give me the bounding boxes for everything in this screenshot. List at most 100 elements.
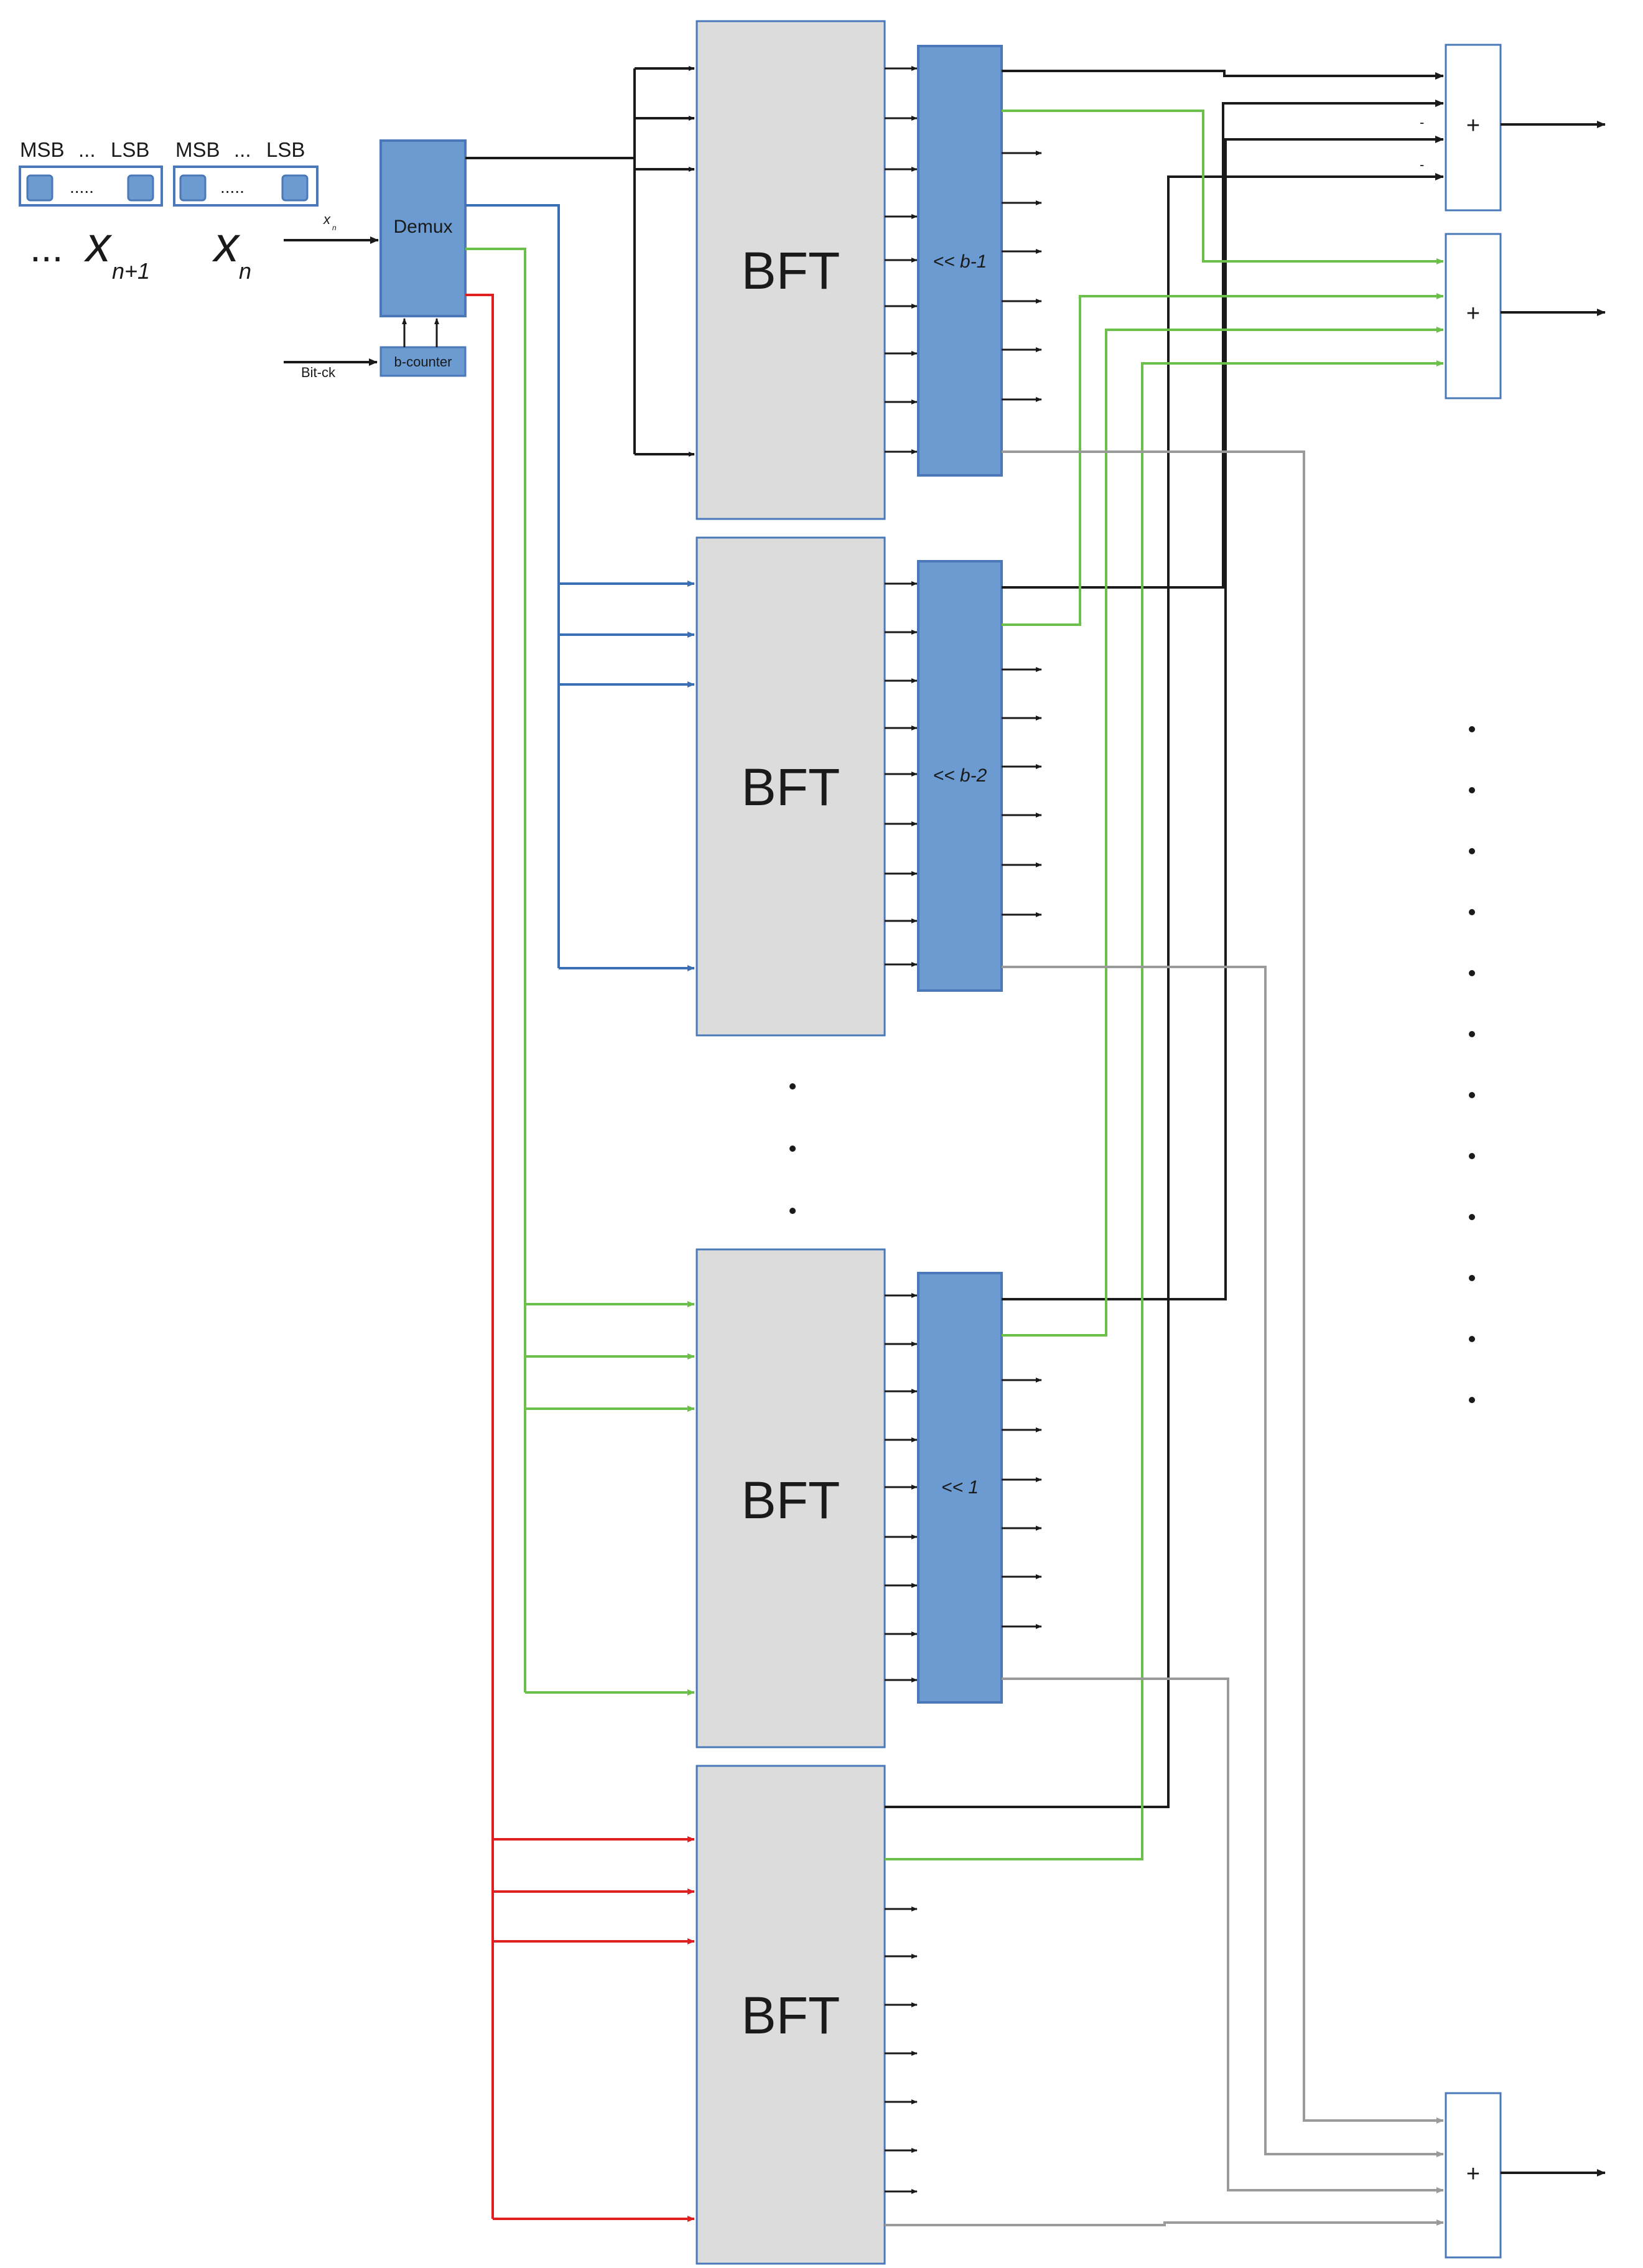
- ellipsis-dot: [1469, 1092, 1475, 1098]
- word2-msb: MSB: [175, 138, 220, 161]
- bus-green: [465, 248, 695, 1696]
- route-black-s3: [1002, 136, 1444, 1300]
- shifter-2-label: << b-2: [933, 765, 987, 786]
- bft-4-label: BFT: [742, 1986, 840, 2045]
- shifter-3: << 1: [917, 1272, 1003, 1704]
- x-next-var: x: [83, 217, 113, 272]
- route-gray-s1: [1002, 450, 1444, 2124]
- demux-block: [379, 139, 467, 317]
- bft-block-3: BFT: [696, 1248, 886, 1748]
- adder-1-minus-b: -: [1420, 157, 1424, 172]
- shifter-1-label: << b-1: [933, 251, 987, 272]
- shifter-2-box: [917, 560, 1003, 992]
- adder-1: +: [1445, 44, 1606, 212]
- bft-1-outputs: [885, 66, 918, 454]
- bus-black-trunk: [465, 157, 636, 454]
- xn-arrow-var: x: [323, 212, 331, 227]
- word2-bit-msb: [179, 174, 207, 202]
- adder-3-label: +: [1466, 2161, 1480, 2187]
- word1-bit-msb: [26, 174, 54, 202]
- ellipsis-dot: [1469, 1153, 1475, 1159]
- route-gray-b4: [885, 2219, 1444, 2226]
- bus-blue-trunk: [465, 204, 560, 968]
- bft-1-box: [696, 20, 886, 520]
- ellipsis-dot: [1469, 909, 1475, 915]
- bft-3-outputs: [885, 1293, 918, 1682]
- bft-3-box: [696, 1248, 886, 1748]
- route-green-s2: [1002, 293, 1444, 626]
- route-black: [885, 70, 1444, 1808]
- counter-block: [379, 346, 467, 377]
- bus-red-trunk: [465, 294, 494, 2219]
- shifter-3-box: [917, 1272, 1003, 1704]
- ellipsis-dot: [1469, 1031, 1475, 1037]
- vertical-ellipsis-middle: [789, 1083, 796, 1214]
- x-next-sub: n+1: [112, 258, 150, 284]
- vertical-ellipsis-right: [1469, 726, 1475, 1403]
- word1-bit-lsb: [127, 174, 154, 202]
- x-next-prefix: ...: [30, 225, 63, 270]
- x-cur-sub: n: [239, 258, 251, 284]
- shifter-3-outputs: [1002, 1378, 1042, 1629]
- ellipsis-dot: [1469, 1275, 1475, 1281]
- word1-lsb: LSB: [111, 138, 149, 161]
- bft-3-label: BFT: [742, 1471, 840, 1529]
- ellipsis-dot: [789, 1208, 796, 1214]
- counter-label: b-counter: [394, 354, 452, 370]
- word2-mid: .....: [220, 177, 244, 197]
- adder-3: +: [1445, 2092, 1606, 2259]
- bft-1-label: BFT: [742, 241, 840, 300]
- ellipsis-dot: [1469, 726, 1475, 732]
- ellipsis-dot: [789, 1083, 796, 1090]
- bft-2-outputs: [885, 581, 918, 967]
- word1-dots: ...: [78, 138, 96, 161]
- word1-msb: MSB: [20, 138, 65, 161]
- bft-block-2: BFT: [696, 536, 886, 1037]
- route-gray: [885, 450, 1444, 2226]
- bft-2-label: BFT: [742, 758, 840, 816]
- route-green-s1: [1002, 110, 1444, 264]
- word2-lsb: LSB: [266, 138, 305, 161]
- shifter-2-outputs: [1002, 667, 1042, 917]
- demux-label: Demux: [393, 217, 452, 237]
- adder-2: +: [1445, 233, 1606, 399]
- bft-4-outputs: [885, 1906, 918, 2194]
- route-black-b4: [885, 173, 1444, 1808]
- input-word-1: MSB ... LSB .....: [19, 138, 163, 207]
- ellipsis-dot: [1469, 848, 1475, 854]
- route-gray-s3: [1002, 1678, 1444, 2193]
- input-word-2: MSB ... LSB .....: [173, 138, 319, 207]
- route-gray-s2: [1002, 966, 1444, 2157]
- ellipsis-dot: [1469, 1397, 1475, 1403]
- word1-mid: .....: [70, 177, 94, 197]
- bus-green-trunk: [465, 248, 526, 1692]
- adder-1-label: +: [1466, 113, 1480, 139]
- ellipsis-dot: [1469, 787, 1475, 793]
- bus-black: [465, 66, 695, 457]
- ellipsis-dot: [1469, 970, 1475, 976]
- bft-2-box: [696, 536, 886, 1037]
- route-green: [885, 110, 1444, 1860]
- word2-bit-lsb: [281, 174, 309, 202]
- route-black-s2: [1002, 100, 1444, 589]
- route-black-s1: [1002, 70, 1444, 80]
- bft-block-1: BFT: [696, 20, 886, 520]
- route-green-s3: [1002, 327, 1444, 1337]
- ellipsis-dot: [789, 1146, 796, 1152]
- x-cur-var: x: [212, 217, 241, 272]
- bus-red: [465, 294, 695, 2222]
- adder-2-label: +: [1466, 301, 1480, 327]
- word2-dots: ...: [234, 138, 251, 161]
- bft-block-4: BFT: [696, 1765, 886, 2265]
- shifter-3-label: << 1: [941, 1477, 979, 1498]
- route-green-b4: [885, 360, 1444, 1860]
- ellipsis-dot: [1469, 1336, 1475, 1342]
- adder-2-box: [1445, 233, 1502, 399]
- shifter-1-outputs: [1002, 151, 1042, 402]
- bft-4-box: [696, 1765, 886, 2265]
- adder-1-box: [1445, 44, 1502, 212]
- ellipsis-dot: [1469, 1214, 1475, 1220]
- bitck-label: Bit-ck: [301, 365, 336, 380]
